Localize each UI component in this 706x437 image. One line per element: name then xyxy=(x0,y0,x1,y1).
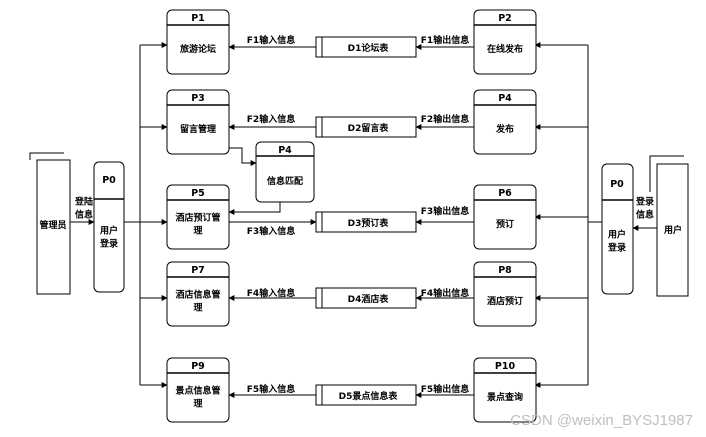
process_left-p1: P1 旅游论坛 xyxy=(166,9,230,75)
entity-admin-label: 管理员 xyxy=(39,219,66,231)
p3-to-match-arrow xyxy=(229,147,257,166)
process_right-id: P6 xyxy=(498,188,512,199)
flow-in-label: F2输入信息 xyxy=(247,113,295,125)
process-login-left-id: P0 xyxy=(102,175,116,186)
process-login-left-text: 用户登录 xyxy=(99,225,118,250)
process_right-p8: P8 酒店预订 xyxy=(473,261,537,327)
process_left-text: 旅游论坛 xyxy=(180,43,216,55)
process_left-p9: P9 景点信息管理 xyxy=(166,357,230,423)
data-store-name: D1论坛表 xyxy=(348,42,390,54)
process_right-id: P2 xyxy=(498,13,512,24)
flow-in-label: F5输入信息 xyxy=(247,383,295,395)
process_left-p7: P7 酒店信息管理 xyxy=(166,261,230,327)
process_right-p2: P2 在线发布 xyxy=(473,9,537,75)
process_right-text: 发布 xyxy=(495,123,514,135)
flow-in-label: F1输入信息 xyxy=(247,34,295,46)
process_right-p6: P6 预订 xyxy=(473,184,537,250)
data-store-d5: D5景点信息表 xyxy=(315,384,417,406)
flow-login-right: 登录信息 xyxy=(635,196,654,221)
process_left-text: 酒店预订管理 xyxy=(175,212,220,237)
process_left-id: P1 xyxy=(191,13,205,24)
process_right-text: 酒店预订 xyxy=(487,295,523,307)
data-store-d4: D4酒店表 xyxy=(315,287,417,309)
data-store-d1: D1论坛表 xyxy=(315,36,417,58)
process_left-id: P7 xyxy=(191,265,205,276)
process_right-p10: P10 景点查询 xyxy=(473,357,537,423)
process_right-text: 预订 xyxy=(496,218,514,230)
flow-out-label: F4输出信息 xyxy=(421,287,469,299)
process-login-right-text: 用户登录 xyxy=(607,229,626,254)
process_left-text: 留言管理 xyxy=(180,123,216,135)
flow-out-label: F5输出信息 xyxy=(421,383,469,395)
process_right-text: 景点查询 xyxy=(487,391,523,403)
flow-out-label: F1输出信息 xyxy=(421,34,469,46)
flow-out-label: F2输出信息 xyxy=(421,113,469,125)
process_left-id: P9 xyxy=(191,361,205,372)
watermark: CSDN @weixin_BYSJ1987 xyxy=(510,412,693,429)
flow-login-left: 登陆信息 xyxy=(74,196,93,221)
flow-in-label: F4输入信息 xyxy=(247,287,295,299)
flow-in-label: F3输入信息 xyxy=(247,225,295,237)
process_right-p4: P4 发布 xyxy=(473,89,537,155)
process_left-p5: P5 酒店预订管理 xyxy=(166,184,230,250)
process_left-id: P5 xyxy=(191,188,205,199)
match-to-p5-arrow xyxy=(228,202,281,215)
process-info-match-id: P4 xyxy=(278,145,292,156)
data-store-name: D3预订表 xyxy=(348,217,390,229)
entity-user: 用户 xyxy=(649,155,689,297)
data-store-name: D5景点信息表 xyxy=(339,390,399,402)
process-login-left: P0 用户登录 xyxy=(93,161,125,293)
process_right-id: P10 xyxy=(495,361,516,372)
process_right-id: P4 xyxy=(498,93,512,104)
process-login-right: P0 用户登录 xyxy=(601,163,634,295)
entity-user-label: 用户 xyxy=(663,224,682,236)
data-store-name: D2留言表 xyxy=(348,122,390,134)
data-store-d3: D3预订表 xyxy=(315,211,417,233)
process-info-match-text: 信息匹配 xyxy=(267,175,303,187)
process_left-text: 酒店信息管理 xyxy=(175,289,220,314)
entity-admin: 管理员 xyxy=(29,152,71,295)
flow-out-label: F3输出信息 xyxy=(421,205,469,217)
process_left-id: P3 xyxy=(191,93,205,104)
process_left-p3: P3 留言管理 xyxy=(166,89,230,155)
data-store-name: D4酒店表 xyxy=(348,293,390,305)
process_left-text: 景点信息管理 xyxy=(175,385,220,410)
data-store-d2: D2留言表 xyxy=(315,116,417,138)
process_right-text: 在线发布 xyxy=(487,43,523,55)
process-login-right-id: P0 xyxy=(610,179,624,190)
process-info-match: P4 信息匹配 xyxy=(255,141,315,203)
process_right-id: P8 xyxy=(498,265,512,276)
